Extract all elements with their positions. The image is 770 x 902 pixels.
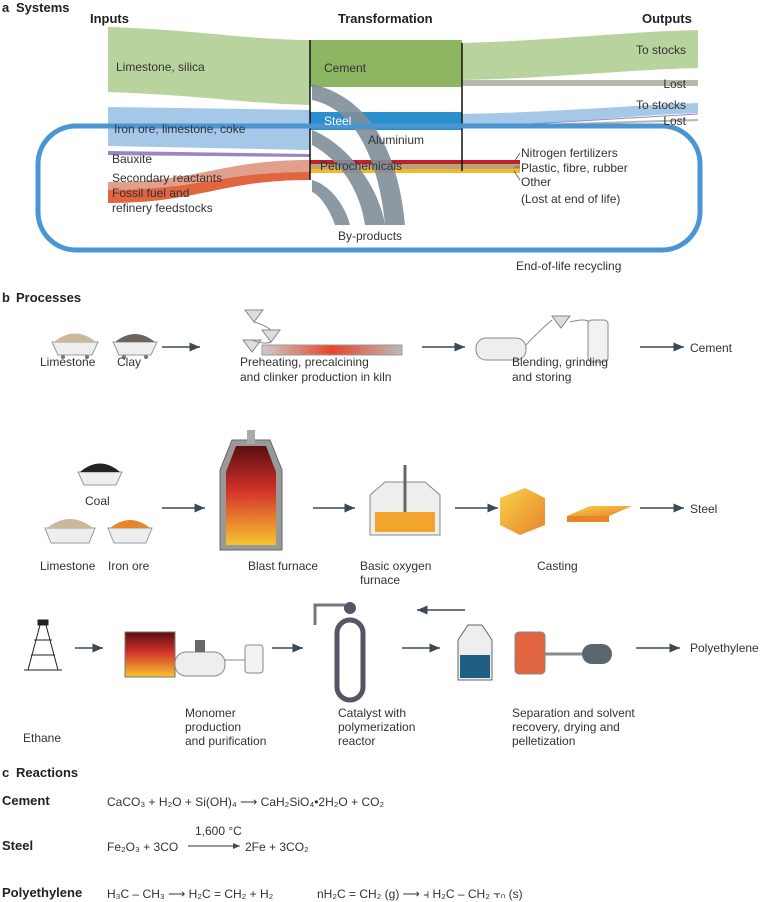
separation-dryer-icon [457, 624, 612, 681]
column-header-transformation: Transformation [338, 11, 433, 26]
cart-clay-icon [112, 334, 158, 359]
systems-panel: a Systems Inputs Transformation Outputs … [2, 0, 703, 273]
reaction-equation: nH₂C = CH₂ (g) ⟶ ⫞ H₂C – CH₂ ⫟ₙ (s) [317, 887, 523, 901]
output-label: Nitrogen fertilizers [521, 146, 618, 160]
reaction-equation: H₃C – CH₃ ⟶ H₂C = CH₂ + H₂ [107, 887, 274, 901]
flow-byproducts [312, 84, 405, 225]
casting-icon [500, 488, 632, 535]
reaction-equation: Fe₂O₃ + 3CO [107, 840, 178, 854]
panel-title: Systems [16, 0, 69, 15]
cart-limestone-icon [51, 333, 99, 359]
processes-panel: b Processes Limestone Clay Preheating, p… [2, 290, 759, 748]
reaction-condition: 1,600 °C [195, 824, 242, 838]
step-label: recovery, drying and [512, 720, 620, 734]
cart-limestone-icon [44, 519, 96, 544]
input-label: Secondary reactants [112, 171, 222, 185]
output-label: Other [521, 175, 551, 189]
node-label-petrochemicals: Petrochemicals [320, 159, 402, 173]
grinding-mill-icon [475, 315, 609, 363]
input-label: Ethane [23, 731, 61, 745]
input-label: Limestone, silica [116, 60, 205, 74]
step-label: reactor [338, 734, 375, 748]
step-label: production [185, 720, 241, 734]
output-label: To stocks [636, 43, 686, 57]
input-label: Bauxite [112, 152, 152, 166]
end-of-life-recycling-loop [35, 123, 703, 253]
output-label: Lost [663, 114, 686, 128]
step-label: Separation and solvent [512, 706, 635, 720]
basic-oxygen-furnace-icon [369, 465, 441, 536]
panel-label-b: b [2, 290, 10, 305]
output-label: (Lost at end of life) [521, 192, 620, 206]
reaction-name: Polyethylene [2, 885, 82, 900]
input-label: Iron ore, limestone, coke [114, 122, 246, 136]
flow-secondary-reactants [108, 160, 310, 196]
panel-label-c: c [2, 765, 9, 780]
panel-title: Reactions [16, 765, 78, 780]
input-label: Fossil fuel and [112, 186, 189, 200]
recycling-label: End-of-life recycling [516, 259, 621, 273]
step-label: Monomer [185, 706, 236, 720]
product-label: Polyethylene [690, 641, 759, 655]
step-label: Blending, grinding [512, 355, 608, 369]
flow-fossil-fuel [108, 172, 310, 203]
monomer-plant-icon [124, 631, 264, 678]
product-label: Cement [690, 341, 733, 355]
reactions-panel: c Reactions Cement CaCO₃ + H₂O + Si(OH)₄… [2, 765, 523, 901]
blast-furnace-icon [219, 430, 283, 551]
input-label: Limestone [40, 355, 96, 369]
input-label: Iron ore [108, 559, 150, 573]
step-label: furnace [360, 573, 400, 587]
cart-iron-ore-icon [107, 520, 153, 544]
step-label: Preheating, precalcining [240, 355, 369, 369]
flow-steel-stocks [462, 103, 698, 127]
step-label: and storing [512, 370, 571, 384]
oil-derrick-icon [24, 619, 62, 671]
node-cement [310, 40, 462, 87]
flow-bauxite [108, 151, 310, 157]
product-label: Steel [690, 502, 717, 516]
column-header-outputs: Outputs [642, 11, 692, 26]
node-label-aluminium: Aluminium [368, 133, 424, 147]
input-label: Clay [117, 355, 141, 369]
step-label: and purification [185, 734, 266, 748]
kiln-icon [242, 309, 403, 356]
input-label: Coal [85, 494, 110, 508]
flow-limestone [108, 27, 310, 105]
reaction-equation: 2Fe + 3CO₂ [245, 840, 309, 854]
node-label-cement: Cement [324, 61, 367, 75]
node-label-byproducts: By-products [338, 229, 402, 243]
node-label-steel: Steel [324, 114, 351, 128]
column-header-inputs: Inputs [90, 11, 129, 26]
input-label: Limestone [40, 559, 96, 573]
reaction-equation: CaCO₃ + H₂O + Si(OH)₄ ⟶ CaH₂SiO₄•2H₂O + … [107, 795, 384, 809]
flow-cement-stocks [462, 30, 698, 80]
reaction-name: Cement [2, 793, 50, 808]
reaction-name: Steel [2, 838, 33, 853]
step-label: Blast furnace [248, 559, 318, 573]
step-label: Basic oxygen [360, 559, 431, 573]
input-label: refinery feedstocks [112, 201, 213, 215]
flow-other [310, 169, 520, 173]
polymerization-reactor-icon [313, 602, 366, 703]
panel-label-a: a [2, 0, 10, 15]
flow-plastic [310, 164, 520, 169]
flow-nitrogen [310, 160, 520, 164]
cart-coal-icon [77, 463, 123, 486]
step-label: polymerization [338, 720, 415, 734]
flow-cement-lost [462, 80, 698, 86]
step-label: Catalyst with [338, 706, 406, 720]
step-label: pelletization [512, 734, 575, 748]
output-label: Plastic, fibre, rubber [521, 161, 628, 175]
output-label: To stocks [636, 98, 686, 112]
step-label: and clinker production in kiln [240, 370, 391, 384]
output-label: Lost [663, 77, 686, 91]
step-label: Casting [537, 559, 578, 573]
panel-title: Processes [16, 290, 81, 305]
